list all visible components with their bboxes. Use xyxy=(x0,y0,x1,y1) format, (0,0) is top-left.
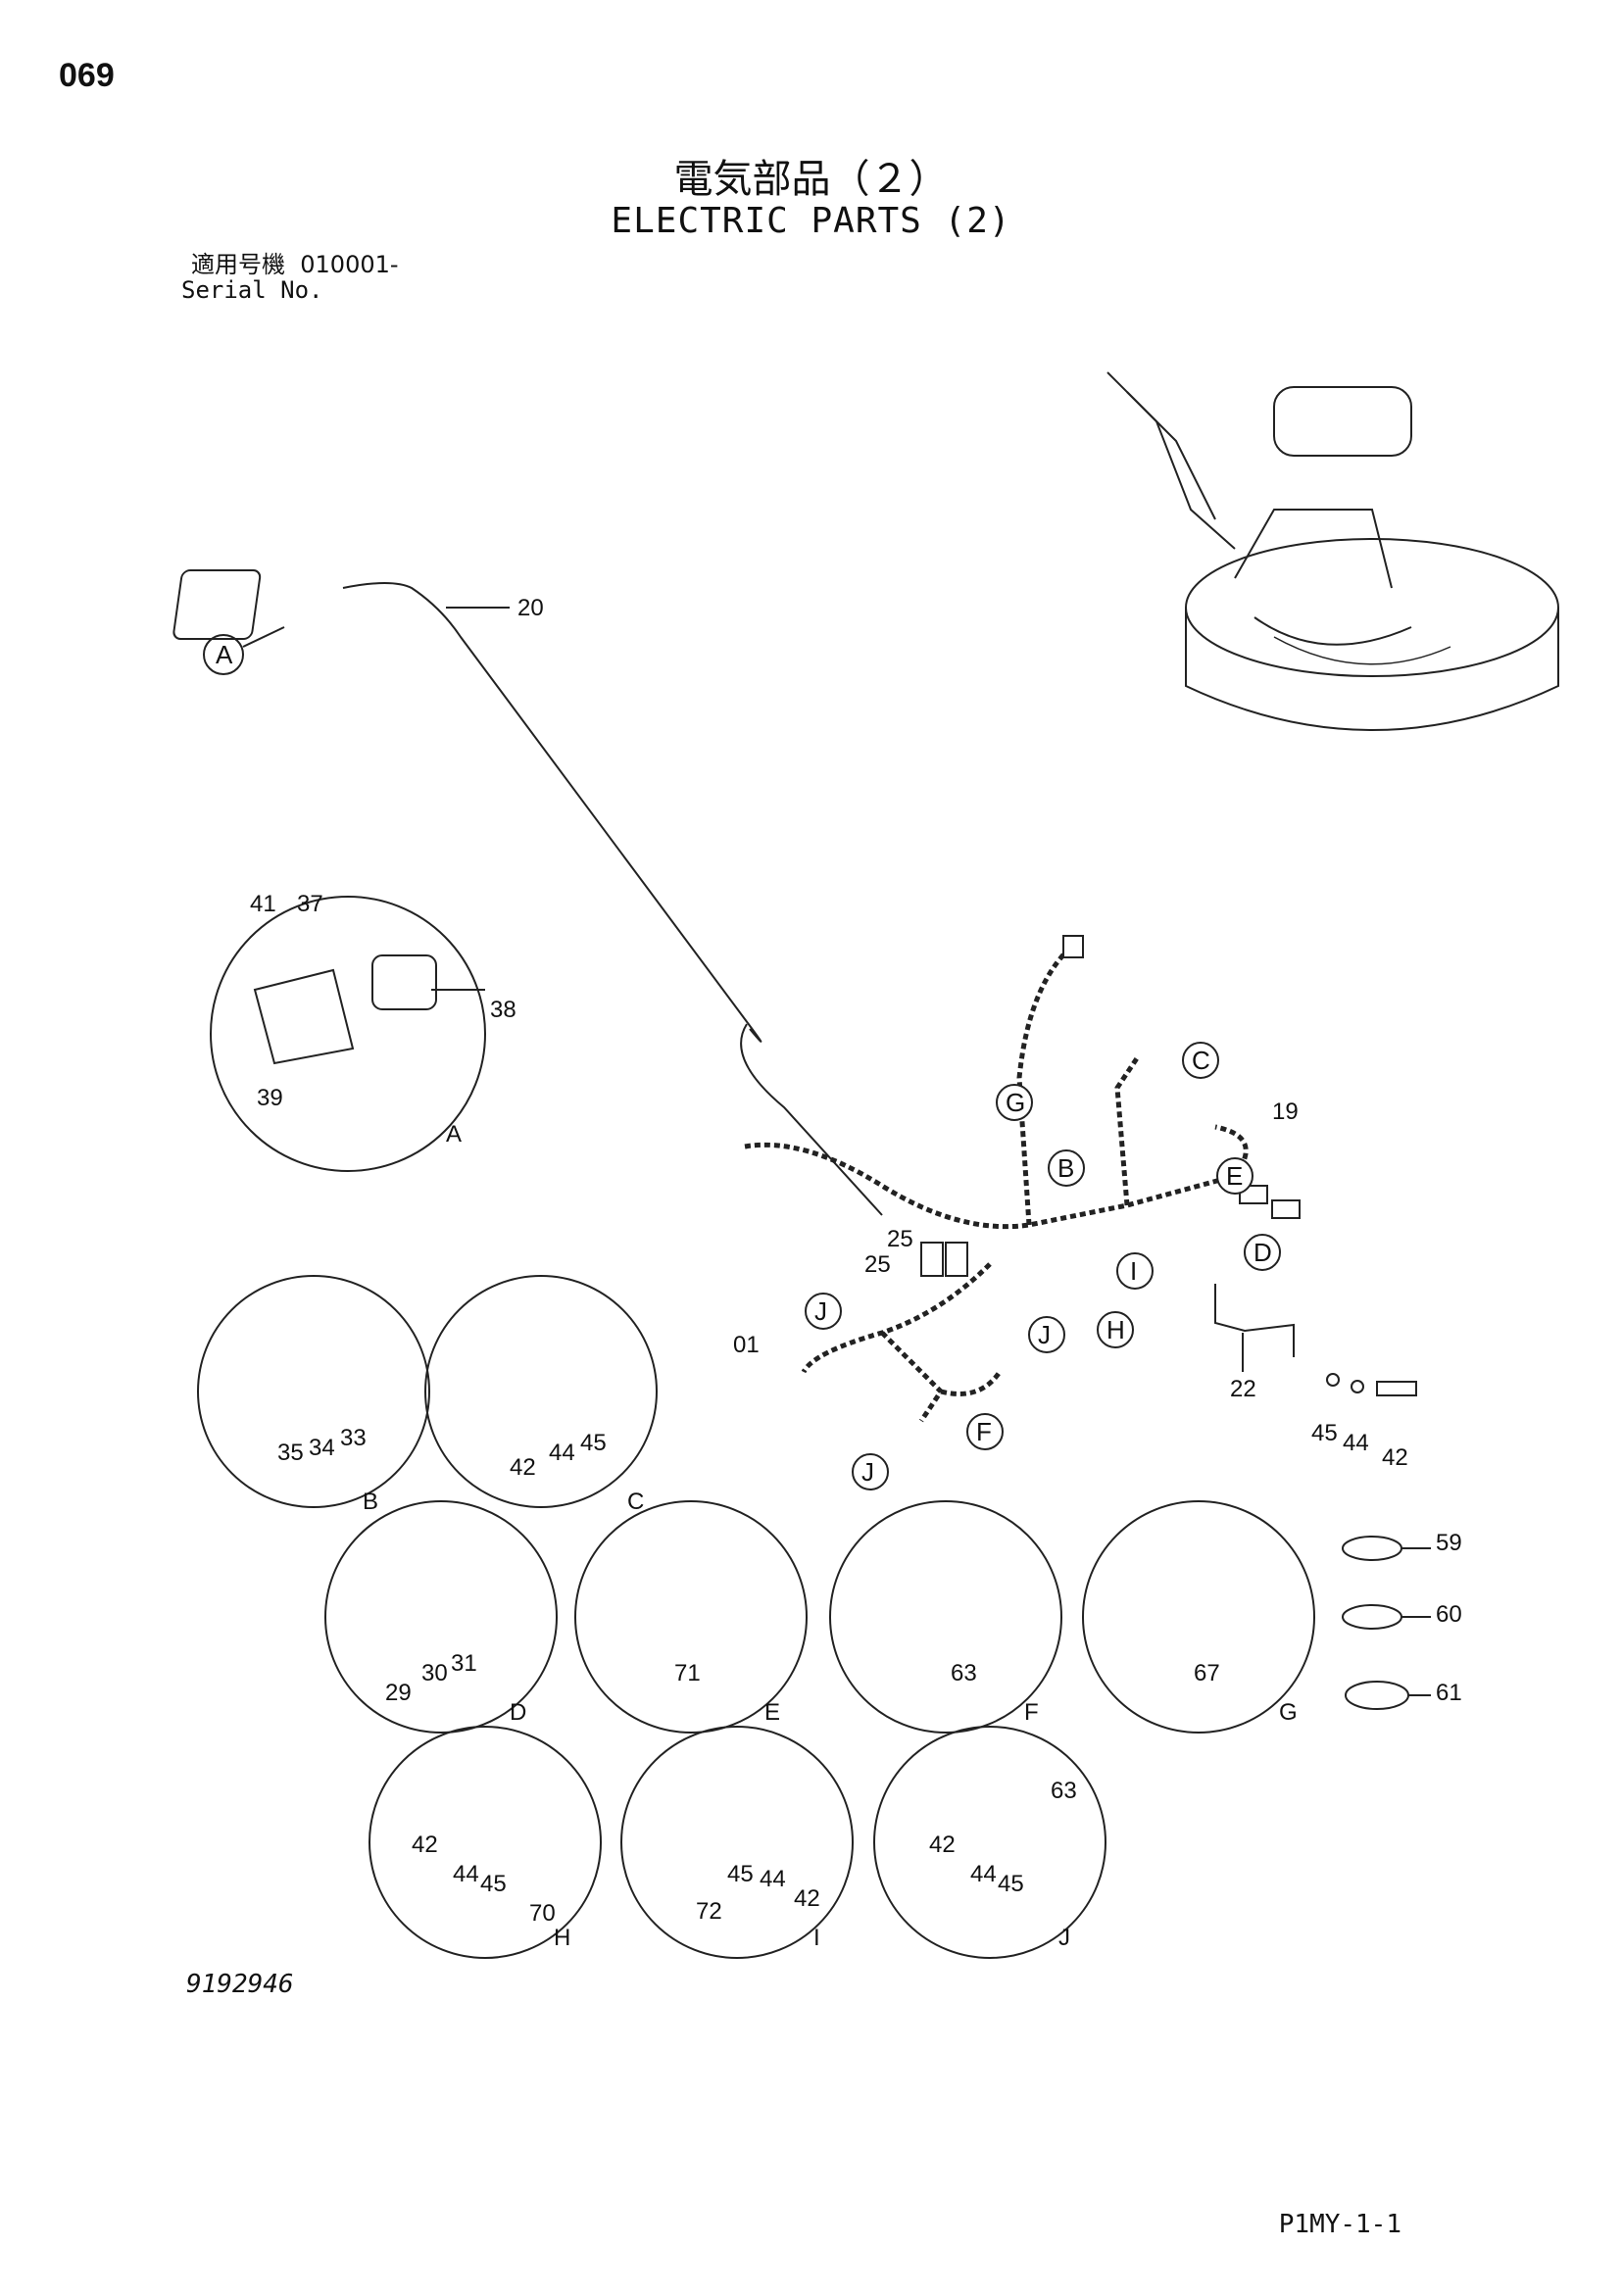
callout-25a: 25 xyxy=(887,1226,913,1252)
detail-i-44: 44 xyxy=(760,1866,786,1892)
detail-j-44: 44 xyxy=(970,1861,997,1887)
detail-a-38: 38 xyxy=(490,997,516,1023)
harness-marker-letters: G C B E I D H J J F J xyxy=(814,1046,1272,1487)
marker-f: F xyxy=(976,1417,992,1446)
detail-row2-labels: 29 30 31 D 71 E 63 F 67 G xyxy=(385,1650,1298,1726)
drawing-number: 9192946 xyxy=(186,1970,294,1999)
detail-circles-row1 xyxy=(197,1275,658,1508)
detail-g-67: 67 xyxy=(1194,1660,1220,1686)
cable-ties xyxy=(1342,1536,1431,1710)
callout-61: 61 xyxy=(1436,1680,1462,1706)
detail-b-letter: B xyxy=(363,1489,378,1515)
detail-h-44: 44 xyxy=(453,1861,479,1887)
detail-g-letter: G xyxy=(1279,1699,1298,1726)
detail-i-42: 42 xyxy=(794,1885,820,1912)
detail-c-letter: C xyxy=(627,1489,644,1515)
callout-44-main: 44 xyxy=(1343,1430,1369,1456)
detail-a-letter: A xyxy=(446,1121,462,1148)
detail-f-letter: F xyxy=(1024,1699,1039,1726)
detail-d-letter: D xyxy=(510,1699,526,1726)
marker-b: B xyxy=(1057,1153,1074,1183)
detail-circles-row2 xyxy=(324,1500,1315,1734)
detail-j-45: 45 xyxy=(998,1871,1024,1897)
callout-01: 01 xyxy=(733,1332,760,1358)
callout-45-main: 45 xyxy=(1311,1420,1338,1446)
detail-h-45: 45 xyxy=(480,1871,507,1897)
detail-c-42: 42 xyxy=(510,1454,536,1481)
callout-42-main: 42 xyxy=(1382,1444,1408,1471)
callout-60: 60 xyxy=(1436,1601,1462,1628)
callout-25b: 25 xyxy=(864,1251,891,1278)
marker-c: C xyxy=(1192,1046,1210,1075)
marker-h: H xyxy=(1106,1315,1125,1344)
page-reference: P1MY-1-1 xyxy=(1278,2210,1401,2239)
callout-20: 20 xyxy=(517,595,544,621)
detail-e-letter: E xyxy=(764,1699,780,1726)
detail-a-labels: 41 37 38 39 A xyxy=(250,891,516,1148)
serial-label-jp: 適用号機 010001- xyxy=(191,245,399,279)
detail-b-c-labels: 35 34 33 B 42 44 45 C xyxy=(277,1425,644,1515)
detail-j-63: 63 xyxy=(1051,1778,1077,1804)
page-title-en: ELECTRIC PARTS (2) xyxy=(611,201,1011,241)
marker-g: G xyxy=(1006,1088,1025,1117)
detail-a-39: 39 xyxy=(257,1085,283,1111)
detail-f-63: 63 xyxy=(951,1660,977,1686)
detail-circle-a xyxy=(210,896,486,1172)
marker-d: D xyxy=(1253,1238,1272,1267)
detail-j-42: 42 xyxy=(929,1832,956,1858)
detail-a-37: 37 xyxy=(297,891,323,917)
serial-value: 010001- xyxy=(300,251,399,278)
callout-59: 59 xyxy=(1436,1530,1462,1556)
detail-d-29: 29 xyxy=(385,1680,412,1706)
detail-h-70: 70 xyxy=(529,1900,556,1927)
serial-label-text: 適用号機 xyxy=(191,251,285,278)
detail-a-41: 41 xyxy=(250,891,276,917)
marker-e: E xyxy=(1226,1161,1243,1191)
detail-d-30: 30 xyxy=(421,1660,448,1686)
callout-22: 22 xyxy=(1230,1376,1256,1402)
machine-overview xyxy=(1106,371,1559,731)
harness-connectors xyxy=(920,935,1301,1277)
page-code: 069 xyxy=(59,57,115,94)
detail-i-letter: I xyxy=(813,1925,820,1951)
marker-j-2: J xyxy=(1038,1320,1051,1349)
detail-h-letter: H xyxy=(554,1925,570,1951)
marker-j-3: J xyxy=(861,1457,874,1487)
marker-a-main xyxy=(203,634,244,675)
marker-j-1: J xyxy=(814,1296,827,1326)
page-title-jp: 電気部品（２） xyxy=(673,157,949,202)
detail-e-71: 71 xyxy=(674,1660,701,1686)
detail-c-45: 45 xyxy=(580,1430,607,1456)
detail-j-letter: J xyxy=(1058,1925,1070,1951)
harness-markers xyxy=(805,1042,1281,1490)
detail-b-34: 34 xyxy=(309,1435,335,1461)
detail-c-44: 44 xyxy=(549,1440,575,1466)
detail-h-42: 42 xyxy=(412,1832,438,1858)
detail-b-33: 33 xyxy=(340,1425,367,1451)
detail-i-72: 72 xyxy=(696,1898,722,1925)
detail-b-35: 35 xyxy=(277,1440,304,1466)
detail-circles-row3 xyxy=(369,1726,1106,1959)
detail-i-45: 45 xyxy=(727,1861,754,1887)
marker-a-letter: A xyxy=(216,640,233,669)
callout-19: 19 xyxy=(1272,1099,1299,1125)
wire-harness xyxy=(744,939,1249,1423)
serial-label-en: Serial No. xyxy=(181,276,323,304)
work-light-main xyxy=(172,569,883,1216)
detail-d-31: 31 xyxy=(451,1650,477,1677)
marker-i: I xyxy=(1130,1256,1137,1286)
main-callouts: 19 25 25 01 22 45 44 42 59 60 61 xyxy=(733,1099,1462,1706)
detail-row3-labels: 42 44 45 70 H 72 45 44 42 I 42 44 45 63 … xyxy=(412,1778,1077,1951)
bracket-22 xyxy=(1214,1284,1417,1396)
